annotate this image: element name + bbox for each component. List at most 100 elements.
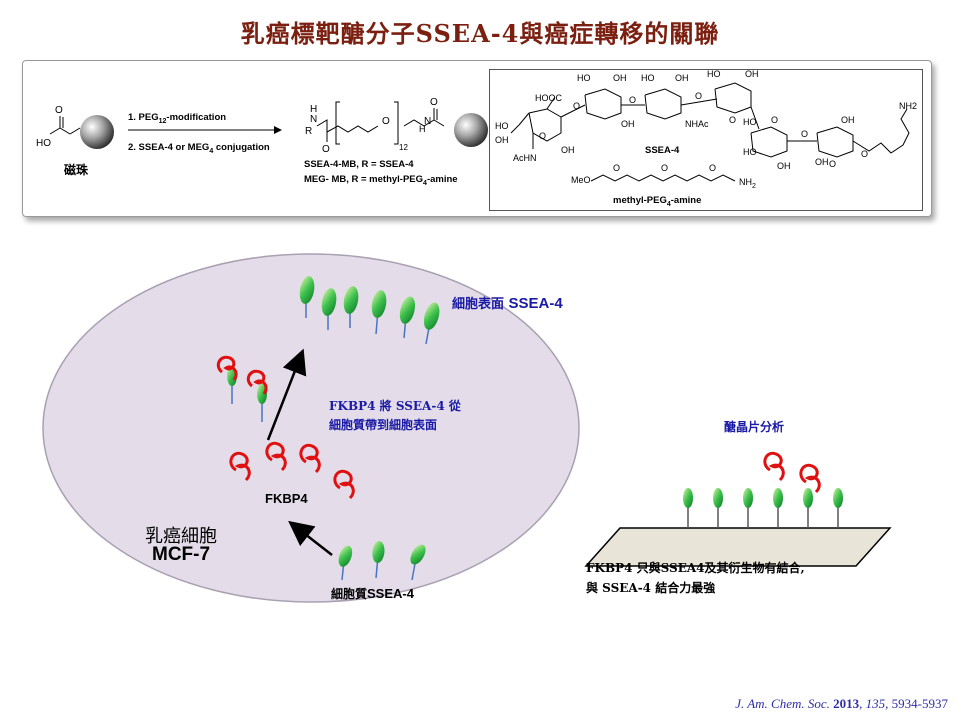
atom-label: O (861, 149, 868, 159)
bond-line (518, 112, 530, 126)
surface-glycan (343, 286, 359, 328)
sugar-ring (750, 126, 788, 158)
magnetic-bead (80, 115, 114, 149)
atom-label: HO (577, 73, 591, 83)
surface-glycan (321, 288, 337, 330)
cell-name-label: 乳癌細胞 (145, 526, 217, 547)
array-result-line-2: 與 SSEA-4 結合力最強 (586, 581, 716, 595)
product-r: R (305, 126, 312, 137)
atom-label: O (629, 95, 636, 105)
step2-text: 2. SSEA-4 or MEG4 conjugation (128, 142, 270, 155)
atom-label: OH (613, 73, 627, 83)
bond-line (510, 124, 520, 134)
array-glycans (683, 488, 843, 528)
peg4-chain (590, 174, 736, 182)
cytoplasm-ssea4-label: 細胞質SSEA-4 (331, 585, 414, 602)
atom-label: OH (675, 73, 689, 83)
atom-label: OH (841, 115, 855, 125)
ssea4-structure: HO OH HO OH HO OH HOOC O O O OH O NHAc H… (495, 69, 917, 208)
fkbp4-protein (299, 443, 321, 474)
atom-label: HOOC (535, 93, 563, 103)
atom-label: OH (777, 161, 791, 171)
atom-label: O (709, 163, 716, 173)
transport-arrow (266, 348, 307, 441)
meg4-label: methyl-PEG4-amine (613, 195, 701, 208)
surface-label-ssea4: SSEA-4 (508, 295, 563, 312)
citation-pages: , 5934-5937 (885, 696, 948, 711)
surface-glycan (399, 296, 416, 339)
surface-glycan (371, 290, 387, 335)
cytoplasm-ssea4-group (338, 541, 426, 581)
cell-line-label: MCF-7 (152, 544, 211, 565)
product-n: N (310, 114, 317, 125)
bracket-left (335, 101, 340, 145)
atom-label: O (801, 129, 808, 139)
atom-label: HO (641, 73, 655, 83)
breast-cancer-cell (42, 253, 580, 603)
atom-label: OH (561, 145, 575, 155)
binding-arrow (288, 520, 333, 556)
atom-label: HO (743, 117, 757, 127)
page-title: 乳癌標靶醣分子SSEA-4與癌症轉移的關聯 (240, 19, 720, 48)
product-o: O (382, 116, 390, 127)
cell-diagram (42, 253, 892, 603)
product-h: H (419, 124, 426, 134)
fkbp4-ssea4-complex (216, 355, 268, 422)
cytoplasm-prefix: 細胞質 (331, 587, 368, 601)
nh2-label: NH2 (739, 177, 756, 190)
atom-label: O (829, 159, 836, 169)
bond-line (59, 127, 71, 135)
atom-label: O (661, 163, 668, 173)
fkbp4-bound-protein (799, 463, 821, 494)
array-result-text: FKBP4 只與SSEA4及其衍生物有結合, 與 SSEA-4 結合力最強 (586, 558, 805, 598)
glycosidic-bond (560, 104, 586, 118)
bead-conjugation-scheme: HO O 磁珠 1. PEG12-modification 2. SSEA-4 … (36, 97, 488, 187)
atom-label: AcHN (513, 153, 537, 163)
surface-label-prefix: 細胞表面 (452, 297, 509, 312)
reaction-arrowhead (274, 126, 282, 134)
product-line-2: MEG- MB, R = methyl-PEG4-amine (304, 174, 458, 187)
product-n: N (424, 116, 431, 127)
fkbp4-protein (265, 441, 287, 472)
array-result-line-1: FKBP4 只與SSEA4及其衍生物有結合, (586, 561, 805, 575)
bond-line (546, 96, 556, 110)
atom-label: O (539, 131, 546, 141)
product-line-1: SSEA-4-MB, R = SSEA-4 (304, 159, 414, 170)
ssea4-structure-label: SSEA-4 (645, 145, 680, 156)
bracket-right (394, 101, 399, 145)
bond-line (69, 127, 81, 135)
citation-year: 2013 (833, 696, 860, 711)
ssea4-structure-panel (489, 69, 923, 211)
atom-label: NH2 (899, 101, 917, 111)
atom-label: HO (707, 69, 721, 79)
transport-line-2: 細胞質帶到細胞表面 (329, 418, 438, 432)
atom-label: OH (495, 135, 509, 145)
fkbp4-protein (216, 355, 238, 381)
citation-volume: 135 (865, 696, 886, 711)
atom-label: NHAc (685, 119, 709, 129)
meo-label: MeO (571, 175, 591, 185)
glycan-array-title: 醣晶片分析 (724, 420, 785, 434)
sugar-ring (714, 82, 752, 114)
bond-line (433, 119, 445, 127)
fkbp4-protein (333, 469, 355, 500)
cytoplasm-ssea4: SSEA-4 (367, 586, 414, 601)
surface-glycan (299, 276, 315, 318)
atom-label: O (771, 115, 778, 125)
transport-line-1: FKBP4 將 SSEA-4 從 (329, 399, 461, 413)
bond-line (49, 127, 61, 135)
atom-label: HO (495, 121, 509, 131)
fkbp4-protein (763, 451, 785, 482)
glycosidic-bond (750, 106, 760, 130)
sugar-ring (816, 126, 854, 158)
surface-ssea4-label: 細胞表面 SSEA-4 (452, 293, 563, 312)
bead-oh-text: HO (36, 138, 51, 149)
atom-label: OH (621, 119, 635, 129)
atom-label: OH (745, 69, 759, 79)
citation-journal: J. Am. Chem. Soc. (735, 696, 830, 711)
surface-ssea4-group (299, 276, 440, 345)
atom-label: O (729, 115, 736, 125)
atom-label: HO (743, 147, 757, 157)
glycan-array-slide (584, 527, 892, 567)
sugar-ring (644, 88, 682, 120)
